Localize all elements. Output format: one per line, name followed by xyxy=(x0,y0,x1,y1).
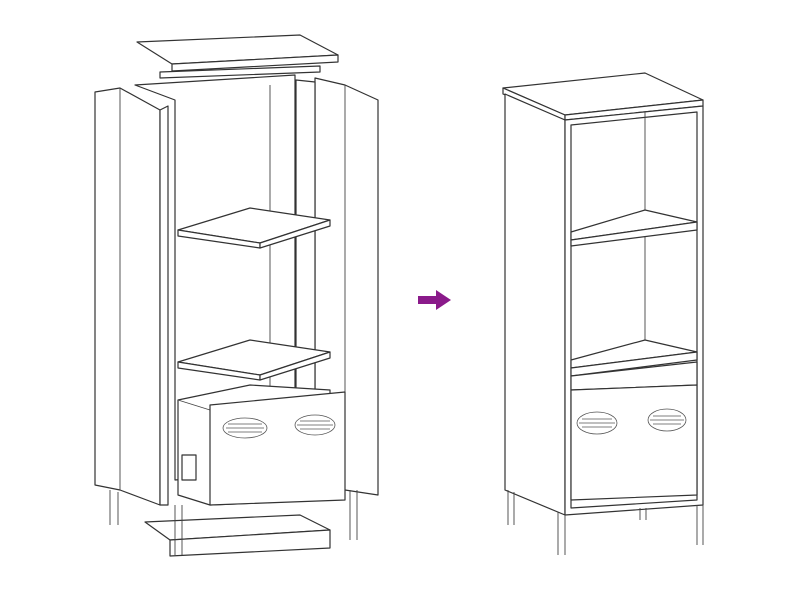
drawer-assembled xyxy=(570,361,698,501)
arrow-right-icon xyxy=(418,290,451,310)
left-side-panel xyxy=(94,87,169,525)
assembled-cabinet xyxy=(502,72,704,555)
shelf-lower-assembled xyxy=(570,339,698,377)
right-side-panel xyxy=(295,77,379,540)
exploded-cabinet xyxy=(94,34,379,557)
shelf-upper xyxy=(177,207,331,249)
side-panel xyxy=(504,93,566,516)
shelf-lower xyxy=(177,339,331,381)
legs xyxy=(507,490,704,555)
top-panel xyxy=(136,34,339,79)
vent-right xyxy=(294,414,336,436)
bottom-panel xyxy=(144,505,331,557)
vent-left xyxy=(222,417,268,439)
shelf-upper-assembled xyxy=(570,209,698,247)
drawer-frame xyxy=(177,384,346,506)
